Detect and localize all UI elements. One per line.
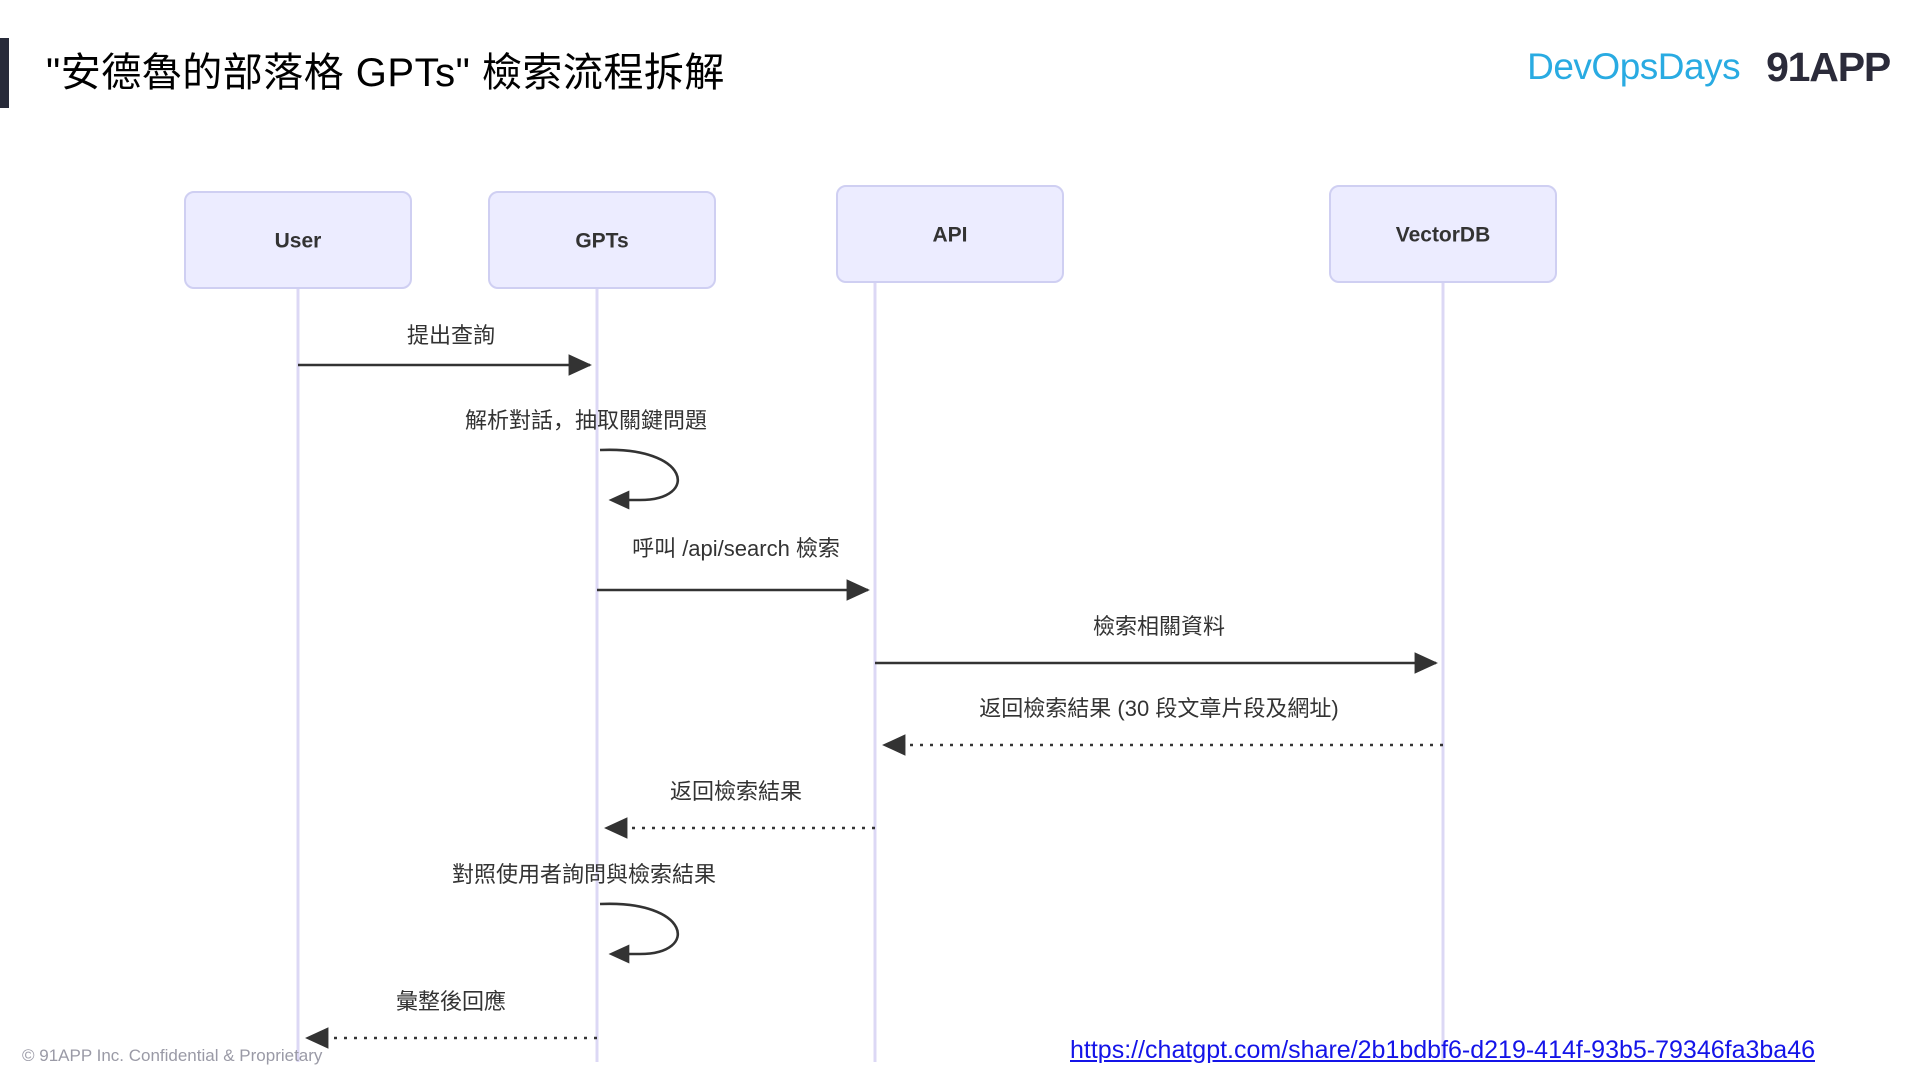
- message-label-m4: 檢索相關資料: [1093, 614, 1225, 639]
- title-accent-bar: [0, 38, 9, 108]
- message-label-m5-count: 30: [1125, 696, 1149, 721]
- devopsdays-logo: DevOpsDays: [1527, 46, 1741, 87]
- message-m2: 解析對話，抽取關鍵問題: [465, 408, 707, 510]
- participant-label-vectordb: VectorDB: [1396, 224, 1491, 247]
- message-m7: 對照使用者詢問與檢索結果: [452, 862, 716, 964]
- message-label-m6: 返回檢索結果: [670, 779, 802, 804]
- message-m8: 彙整後回應: [305, 989, 597, 1049]
- message-m1: 提出查詢: [298, 323, 592, 376]
- 91app-logo: 91APP: [1766, 44, 1891, 90]
- page-title: "安德魯的部落格 GPTs" 檢索流程拆解: [46, 51, 725, 95]
- participant-vectordb[interactable]: VectorDB: [1329, 185, 1557, 283]
- participant-label-gpts: GPTs: [575, 230, 628, 253]
- participant-gpts[interactable]: GPTs: [488, 191, 716, 289]
- message-label-m3-prefix: 呼叫: [632, 536, 682, 561]
- participant-user[interactable]: User: [184, 191, 412, 289]
- message-m4: 檢索相關資料: [875, 614, 1438, 674]
- message-loop-m2: [599, 448, 680, 510]
- footer-copyright: © 91APP Inc. Confidential & Proprietary: [22, 1046, 323, 1065]
- message-label-m5-suffix: 段文章片段及網址): [1149, 696, 1338, 721]
- slide-header: "安德魯的部落格 GPTs" 檢索流程拆解 DevOpsDays 91APP: [0, 0, 1922, 140]
- participant-label-user: User: [275, 230, 322, 253]
- message-label-m7: 對照使用者詢問與檢索結果: [452, 862, 716, 887]
- message-label-m1: 提出查詢: [407, 323, 495, 348]
- lifelines: [296, 238, 1445, 1062]
- message-m3: 呼叫 /api/search 檢索: [597, 536, 870, 601]
- participant-boxes: User GPTs API VectorDB: [184, 185, 1557, 289]
- logo-group: DevOpsDays 91APP: [1527, 44, 1891, 90]
- message-label-m8: 彙整後回應: [396, 989, 506, 1014]
- message-m5: 返回檢索結果 (30 段文章片段及網址): [882, 696, 1443, 756]
- message-label-m5-prefix: 返回檢索結果 (: [979, 696, 1125, 721]
- participant-label-api: API: [932, 224, 967, 247]
- participant-api[interactable]: API: [836, 185, 1064, 283]
- message-m6: 返回檢索結果: [604, 779, 875, 839]
- message-label-m3-endpoint: /api/search: [682, 536, 790, 561]
- message-label-m3: 呼叫 /api/search 檢索: [632, 536, 840, 561]
- message-label-m2: 解析對話，抽取關鍵問題: [465, 408, 707, 433]
- chatgpt-share-link[interactable]: https://chatgpt.com/share/2b1bdbf6-d219-…: [1070, 1036, 1815, 1064]
- message-label-m5: 返回檢索結果 (30 段文章片段及網址): [979, 696, 1338, 721]
- message-loop-m7: [599, 902, 680, 964]
- message-label-m3-suffix: 檢索: [790, 536, 840, 561]
